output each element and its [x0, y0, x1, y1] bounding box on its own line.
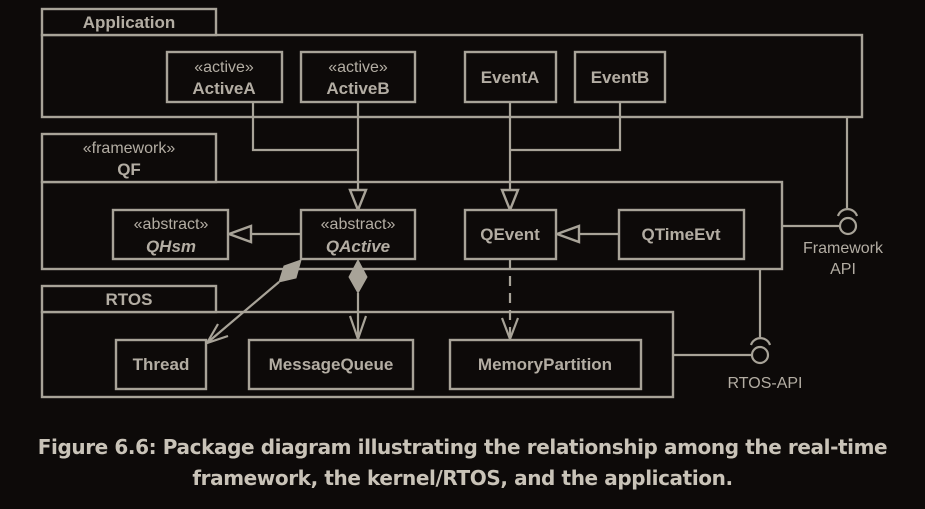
gen-qhsm-arrowhead — [225, 224, 253, 244]
class-qtimeevt-name: QTimeEvt — [641, 225, 720, 244]
class-eventb[interactable]: EventB — [573, 50, 667, 104]
class-qactive-name: QActive — [326, 237, 390, 256]
package-application-body — [40, 33, 864, 119]
class-thread[interactable]: Thread — [114, 338, 208, 391]
class-qactive[interactable]: «abstract» QActive — [299, 208, 417, 261]
class-qhsm[interactable]: «abstract» QHsm — [111, 208, 230, 261]
class-qtimeevt[interactable]: QTimeEvt — [617, 208, 746, 261]
class-eventa-name: EventA — [481, 68, 540, 87]
figure-caption: Figure 6.6: Package diagram illustrating… — [0, 432, 925, 494]
class-qhsm-name: QHsm — [146, 237, 196, 256]
gen-qactive-arrowhead — [348, 188, 368, 214]
rtos-api-label: RTOS-API — [728, 375, 803, 392]
class-activea[interactable]: «active» ActiveA — [165, 50, 284, 104]
comp-thread-line — [206, 281, 280, 344]
gen-qevent-arrowhead — [500, 188, 520, 214]
framework-api-socket-icon — [836, 208, 859, 217]
gen-activea-line — [251, 102, 358, 152]
framework-api-label-line1: Framework — [803, 240, 884, 257]
package-application-tab — [40, 7, 218, 37]
figure-caption-line2: framework, the kernel/RTOS, and the appl… — [192, 466, 733, 490]
class-messagequeue-name: MessageQueue — [269, 355, 394, 374]
class-activea-name: ActiveA — [192, 79, 255, 98]
class-activeb-name: ActiveB — [326, 79, 389, 98]
rtos-api-socket-icon — [749, 337, 772, 346]
gen-eventb-line — [510, 102, 622, 152]
package-application: Application — [40, 7, 864, 119]
class-qhsm-stereotype: «abstract» — [134, 216, 209, 233]
connectors — [204, 102, 859, 365]
class-activeb[interactable]: «active» ActiveB — [299, 50, 417, 104]
class-memorypartition[interactable]: MemoryPartition — [448, 338, 643, 391]
gen-qevent2-arrowhead — [553, 224, 581, 244]
class-qactive-stereotype: «abstract» — [321, 216, 396, 233]
package-qf-tab — [40, 132, 218, 184]
class-qevent-name: QEvent — [480, 225, 540, 244]
package-qf-stereotype: «framework» — [83, 140, 176, 157]
class-activeb-stereotype: «active» — [328, 59, 388, 76]
framework-api-label-line2: API — [830, 261, 856, 278]
class-eventb-name: EventB — [591, 68, 650, 87]
package-rtos-name: RTOS — [106, 290, 153, 309]
rtos-api-ball-icon — [750, 345, 770, 365]
package-qf-name: QF — [117, 160, 141, 179]
figure-caption-line1: Figure 6.6: Package diagram illustrating… — [37, 435, 888, 459]
package-diagram: Application «framework» QF RTOS — [40, 7, 884, 399]
package-application-name: Application — [83, 13, 176, 32]
class-thread-name: Thread — [133, 355, 190, 374]
class-qevent[interactable]: QEvent — [463, 208, 558, 261]
class-eventa[interactable]: EventA — [463, 50, 558, 104]
package-rtos-tab — [40, 284, 218, 314]
framework-api-ball-icon — [838, 216, 858, 236]
class-activea-stereotype: «active» — [194, 59, 254, 76]
class-messagequeue[interactable]: MessageQueue — [247, 338, 415, 391]
class-memorypartition-name: MemoryPartition — [478, 355, 612, 374]
